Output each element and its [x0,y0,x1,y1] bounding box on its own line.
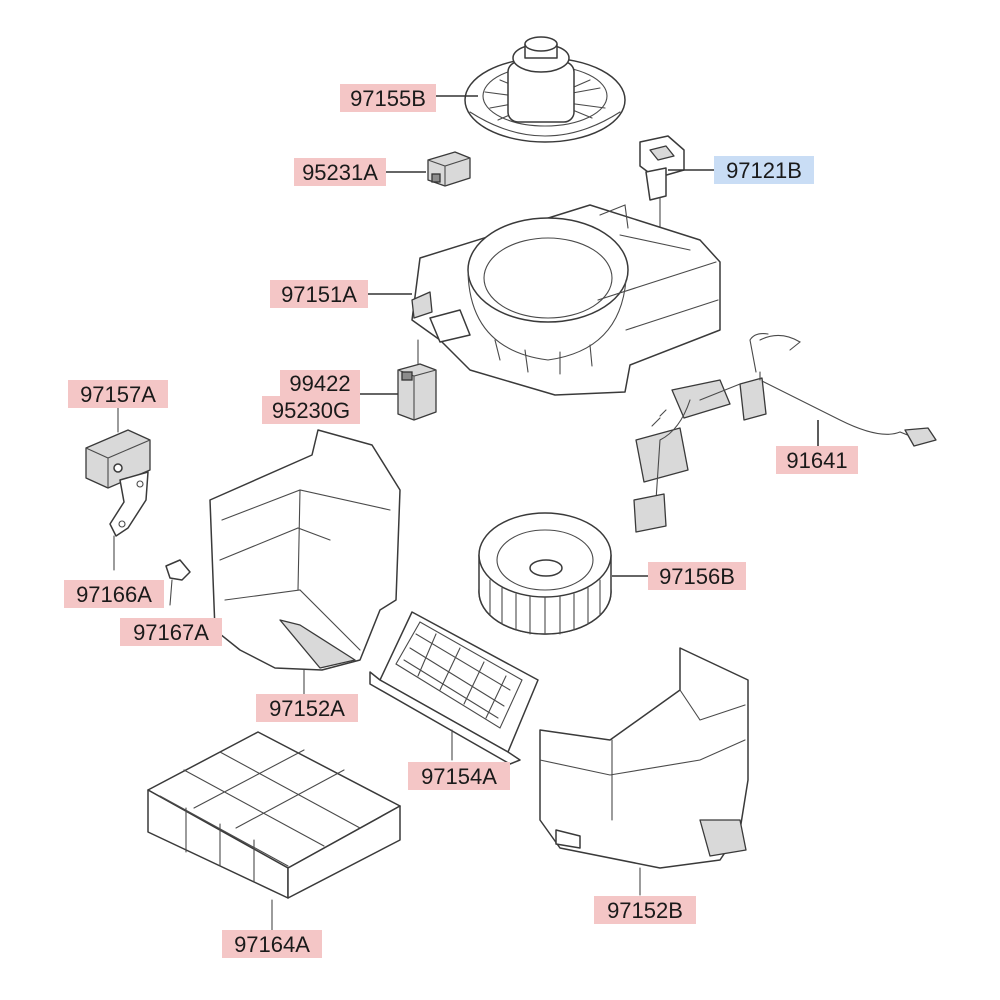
part-label-95231A[interactable]: 95231A [294,158,386,186]
blower-motor-drawing [464,36,626,143]
part-label-bg [120,618,222,646]
part-label-97151A[interactable]: 97151A [270,280,368,308]
part-label-97152B[interactable]: 97152B [594,896,696,924]
part-label-bg [408,762,510,790]
part-label-text: 97155B [350,86,426,111]
part-label-text: 97152B [607,898,683,923]
lower-case-right-drawing [539,647,749,896]
part-label-text: 95230G [272,398,350,423]
part-label-bg [648,562,746,590]
part-label-97164A[interactable]: 97164A [222,930,322,958]
part-label-bg [294,158,386,186]
part-label-text: 99422 [289,371,350,396]
part-label-91641[interactable]: 91641 [776,446,858,474]
part-label-bg [222,930,322,958]
part-label-text: 97164A [234,932,310,957]
part-label-bg [776,446,858,474]
part-label-99422[interactable]: 99422 [280,370,360,396]
clip-drawing [165,559,191,606]
lower-case-left-drawing [209,429,401,696]
connector-drawing [427,151,471,187]
part-label-text: 97157A [80,382,156,407]
part-label-bg [262,396,360,424]
actuator-drawing [85,407,151,489]
part-label-97167A[interactable]: 97167A [120,618,222,646]
part-label-text: 91641 [786,448,847,473]
upper-case-drawing [411,204,721,396]
part-label-97121B[interactable]: 97121B [714,156,814,184]
part-label-97152A[interactable]: 97152A [256,694,358,722]
part-label-97157A[interactable]: 97157A [68,380,168,408]
part-label-text: 97166A [76,582,152,607]
part-label-97154A[interactable]: 97154A [408,762,510,790]
wiring-harness-drawing [633,333,937,533]
blower-fan-drawing [478,512,612,635]
intake-grille-drawing [369,611,539,765]
part-label-97156B[interactable]: 97156B [648,562,746,590]
part-label-bg [594,896,696,924]
part-label-bg [340,84,436,112]
part-label-text: 97154A [421,764,497,789]
part-label-97166A[interactable]: 97166A [64,580,164,608]
part-label-97155B[interactable]: 97155B [340,84,436,112]
part-label-text: 97121B [726,158,802,183]
part-label-text: 97167A [133,620,209,645]
part-label-bg [256,694,358,722]
part-label-bg [68,380,168,408]
part-label-bg [280,370,360,396]
part-label-95230G[interactable]: 95230G [262,396,360,424]
part-label-bg [64,580,164,608]
part-label-text: 97152A [269,696,345,721]
relay-drawing [397,339,437,421]
part-label-text: 97151A [281,282,357,307]
leader-lines [360,95,819,577]
part-label-bg-highlighted [714,156,814,184]
part-label-text: 95231A [302,160,378,185]
link-plate-drawing [109,471,149,571]
part-label-bg [270,280,368,308]
part-label-text: 97156B [659,564,735,589]
filter-drawing [147,731,401,933]
